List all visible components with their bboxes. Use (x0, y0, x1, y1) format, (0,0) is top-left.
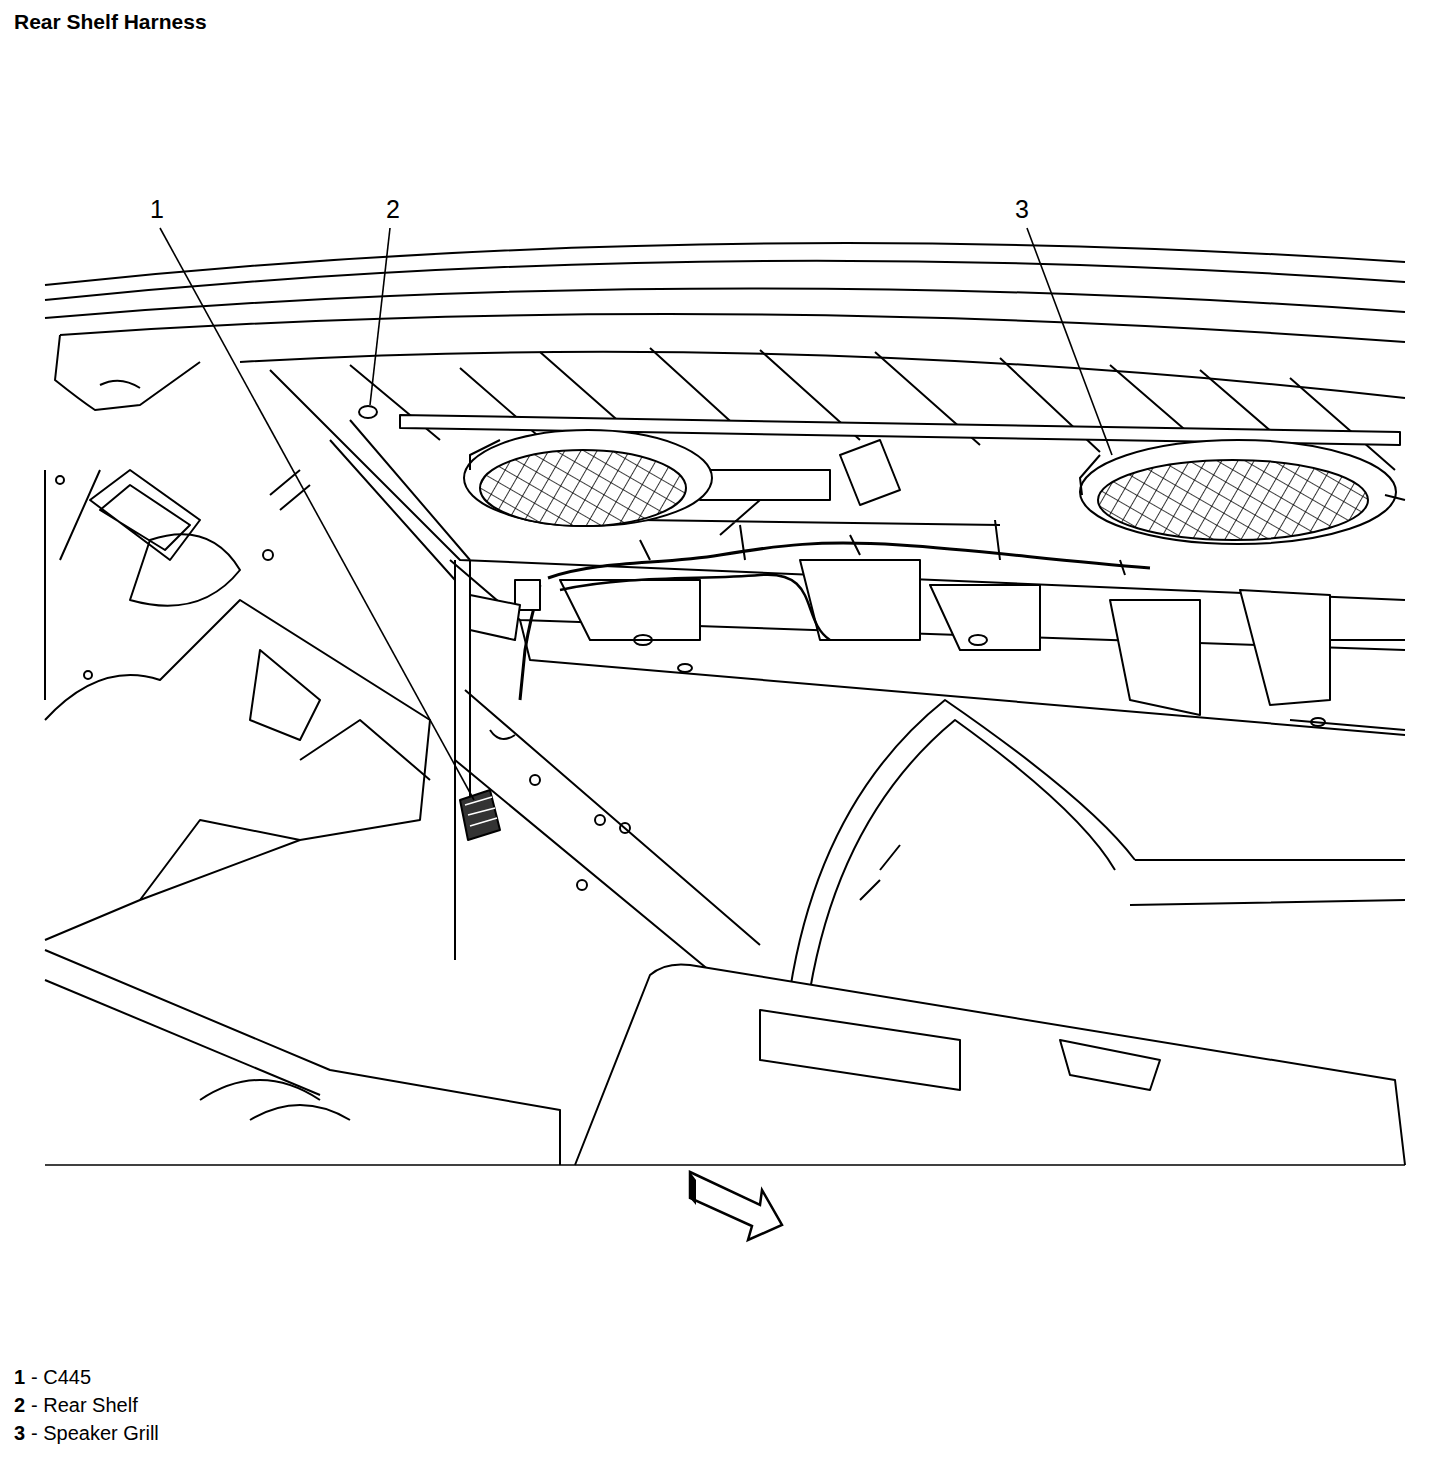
key-text: - Rear Shelf (31, 1394, 138, 1416)
speaker-grill-right (1080, 440, 1405, 544)
line-art (45, 228, 1405, 1165)
key-text: - Speaker Grill (31, 1422, 159, 1444)
key-text: - C445 (31, 1366, 91, 1388)
callout-number: 1 (148, 196, 166, 224)
key-number: 1 (14, 1366, 25, 1388)
speaker-grill-left (464, 430, 712, 526)
callout-number: 2 (384, 196, 402, 224)
callout-number: 3 (1013, 196, 1031, 224)
diagram-title: Rear Shelf Harness (14, 10, 207, 33)
direction-arrow (690, 1172, 782, 1240)
key-number: 3 (14, 1422, 25, 1444)
key-number: 2 (14, 1394, 25, 1416)
